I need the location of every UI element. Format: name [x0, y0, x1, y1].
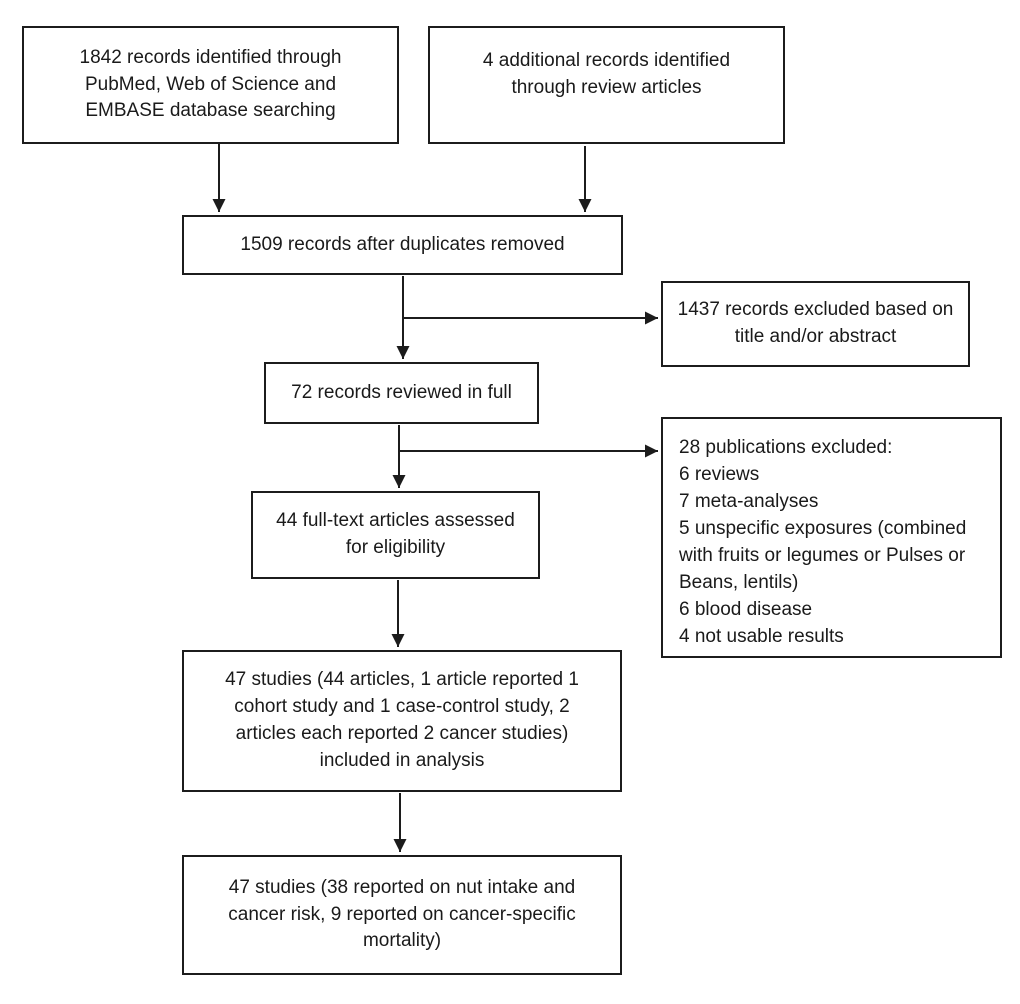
node-studies-included-text: 47 studies (44 articles, 1 article repor… — [225, 669, 579, 771]
node-reviewed-in-full: 72 records reviewed in full — [264, 362, 539, 424]
node-excluded-title-abstract: 1437 records excluded based on title and… — [661, 281, 970, 367]
exclusion-reason-line: 6 blood disease — [679, 598, 813, 620]
node-studies-reported-text: 47 studies (38 reported on nut intake an… — [228, 876, 576, 952]
node-additional-records-text: 4 additional records identified through … — [482, 50, 731, 98]
node-studies-reported: 47 studies (38 reported on nut intake an… — [182, 855, 622, 975]
node-studies-included: 47 studies (44 articles, 1 article repor… — [182, 650, 622, 792]
node-additional-records: 4 additional records identified through … — [428, 26, 785, 144]
node-duplicates-removed-text: 1509 records after duplicates removed — [240, 233, 565, 255]
exclusion-reason-line: 5 unspecific exposures (combined with fr… — [679, 517, 967, 593]
node-records-identified-text: 1842 records identified through PubMed, … — [79, 46, 342, 122]
exclusion-reason-line: 6 reviews — [679, 463, 760, 485]
node-excluded-title-abstract-text: 1437 records excluded based on title and… — [677, 299, 954, 347]
node-records-identified: 1842 records identified through PubMed, … — [22, 26, 399, 144]
node-fulltext-assessed-text: 44 full-text articles assessed for eligi… — [276, 510, 515, 558]
node-publications-excluded: 28 publications excluded: 6 reviews 7 me… — [661, 417, 1002, 658]
node-reviewed-in-full-text: 72 records reviewed in full — [291, 381, 512, 403]
exclusion-reason-line: 4 not usable results — [679, 625, 844, 647]
exclusion-reason-line: 7 meta-analyses — [679, 490, 819, 512]
node-duplicates-removed: 1509 records after duplicates removed — [182, 215, 623, 275]
node-fulltext-assessed: 44 full-text articles assessed for eligi… — [251, 491, 540, 579]
exclusion-reason-line: 28 publications excluded: — [679, 437, 893, 458]
